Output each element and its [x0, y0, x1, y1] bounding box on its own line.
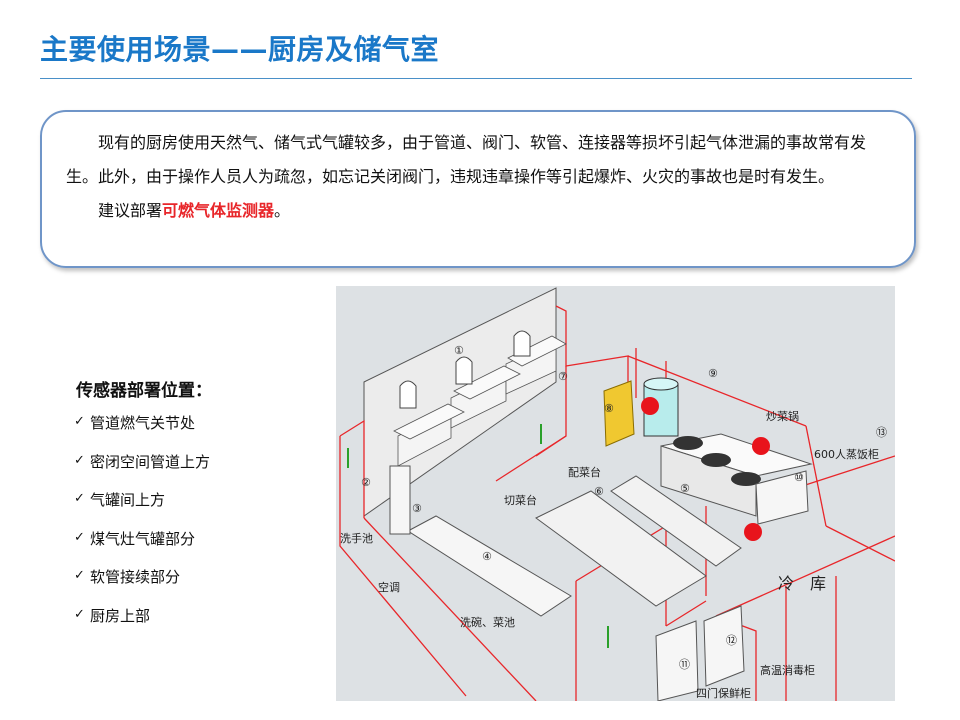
- intro-paragraph-2: 建议部署可燃气体监测器。: [66, 194, 888, 228]
- list-item-label: 气罐间上方: [90, 491, 166, 509]
- check-icon: ✓: [74, 606, 85, 622]
- list-item: ✓ 软管接续部分: [74, 566, 210, 605]
- marker: ⑧: [604, 402, 614, 415]
- marker: ⑤: [680, 482, 690, 495]
- list-item-label: 密闭空间管道上方: [90, 452, 211, 471]
- list-item-label: 管道燃气关节处: [90, 414, 196, 432]
- marker: ④: [482, 550, 492, 563]
- check-icon: ✓: [74, 491, 85, 506]
- marker: ②: [361, 476, 371, 489]
- back-wall-counters: [393, 335, 567, 467]
- fridge-unit: [655, 620, 699, 701]
- label-wash-sink: 洗碗、菜池: [460, 615, 515, 629]
- marker: ⑦: [558, 370, 568, 383]
- list-item: ✓ 煤气灶气罐部分: [74, 528, 210, 567]
- number-markers: ① ② ③ ④ ⑤ ⑥ ⑦ ⑧ ⑨ ⑩ ⑪ ⑫ ⑬: [361, 344, 887, 671]
- stove-assembly: [660, 433, 813, 517]
- recommended-device: 可燃气体监测器: [162, 201, 275, 220]
- check-icon: ✓: [74, 414, 85, 429]
- sensor-dot: [744, 523, 762, 541]
- label-hand-sink: 洗手池: [340, 531, 373, 545]
- sensor-dot: [752, 437, 770, 455]
- marker: ⑨: [708, 367, 718, 380]
- intro-paragraph-2-suffix: 。: [274, 201, 291, 220]
- marker: ⑫: [726, 634, 737, 647]
- storage-door: [603, 380, 635, 447]
- list-item: ✓ 气罐间上方: [74, 489, 210, 528]
- kitchen-layout-diagram: ① ② ③ ④ ⑤ ⑥ ⑦ ⑧ ⑨ ⑩ ⑪ ⑫ ⑬ 炒菜锅 600人蒸饭柜 配菜…: [336, 286, 895, 701]
- serving-table: [610, 475, 742, 567]
- list-item-label: 煤气灶气罐部分: [90, 529, 196, 548]
- list-item: ✓ 管道燃气关节处: [74, 412, 210, 451]
- range-hoods: [399, 330, 531, 409]
- marker: ⑩: [794, 471, 804, 484]
- label-fridge: 四门保鲜柜: [696, 686, 751, 700]
- marker: ③: [412, 502, 422, 515]
- aircon-unit: [389, 465, 411, 535]
- label-aircon: 空调: [378, 580, 400, 594]
- list-item: ✓ 厨房上部: [74, 605, 210, 644]
- kitchen-layout-svg: ① ② ③ ④ ⑤ ⑥ ⑦ ⑧ ⑨ ⑩ ⑪ ⑫ ⑬ 炒菜锅 600人蒸饭柜 配菜…: [339, 287, 895, 701]
- sterilizer-unit: [703, 605, 745, 687]
- label-cold-storage: 冷 库: [778, 574, 826, 593]
- intro-paragraph-2-prefix: 建议部署: [98, 201, 163, 220]
- door-arrows: [347, 424, 609, 648]
- check-icon: ✓: [74, 568, 85, 583]
- cutting-table: [535, 490, 707, 607]
- list-item-label: 软管接续部分: [90, 568, 181, 586]
- check-icon: ✓: [74, 529, 85, 545]
- slide-title: 主要使用场景——厨房及储气室: [40, 33, 440, 66]
- title-divider: [40, 78, 912, 79]
- marker: ⑬: [876, 426, 887, 439]
- label-serving-table: 配菜台: [568, 465, 601, 479]
- label-rice-cabinet: 600人蒸饭柜: [814, 448, 879, 461]
- sensor-section-title: 传感器部署位置：: [76, 381, 212, 401]
- wash-sink-counter: [407, 515, 572, 617]
- label-cutting-table: 切菜台: [504, 493, 537, 507]
- marker: ⑥: [594, 485, 604, 498]
- label-sterilizer: 高温消毒柜: [760, 663, 815, 677]
- area-labels: 炒菜锅 600人蒸饭柜 配菜台 切菜台 洗手池 空调 洗碗、菜池 高温消毒柜 四…: [340, 410, 879, 700]
- intro-box: 现有的厨房使用天然气、储气式气罐较多，由于管道、阀门、软管、连接器等损坏引起气体…: [40, 110, 916, 268]
- sensor-dots: [641, 397, 770, 541]
- sensor-dot: [641, 397, 659, 415]
- intro-paragraph-1: 现有的厨房使用天然气、储气式气罐较多，由于管道、阀门、软管、连接器等损坏引起气体…: [66, 133, 867, 186]
- check-icon: ✓: [74, 452, 85, 468]
- list-item: ✓ 密闭空间管道上方: [74, 451, 210, 490]
- sensor-location-list: ✓ 管道燃气关节处 ✓ 密闭空间管道上方 ✓ 气罐间上方 ✓ 煤气灶气罐部分 ✓ 软管接续…: [74, 412, 210, 643]
- marker: ①: [454, 344, 464, 357]
- label-wok: 炒菜锅: [766, 410, 799, 423]
- list-item-label: 厨房上部: [90, 606, 151, 625]
- marker: ⑪: [679, 658, 690, 671]
- rice-cabinet: [755, 470, 809, 525]
